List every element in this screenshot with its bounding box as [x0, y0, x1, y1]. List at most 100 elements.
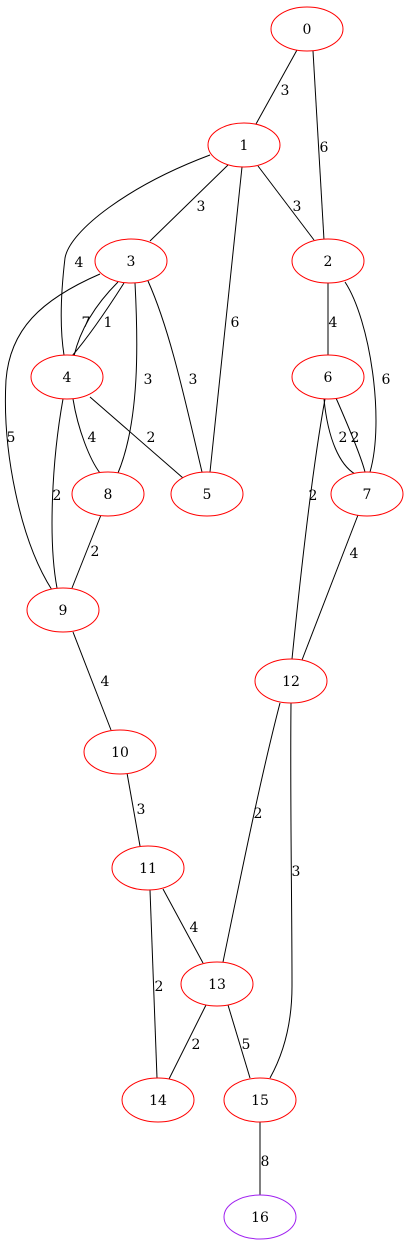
- node-4: 4: [30, 354, 104, 400]
- node-ellipse: [71, 471, 145, 517]
- edge-0-1: [255, 49, 298, 125]
- edge-weight-label: 5: [7, 430, 16, 446]
- edge-1-5: [209, 166, 243, 473]
- node-label: 8: [104, 487, 113, 503]
- edge-weight-label: 3: [281, 83, 290, 99]
- node-12: 12: [254, 658, 328, 704]
- node-label: 1: [240, 138, 249, 154]
- edge-weight-label: 6: [320, 140, 329, 156]
- node-16: 16: [223, 1194, 297, 1240]
- node-ellipse: [207, 122, 281, 168]
- node-ellipse: [121, 1077, 195, 1123]
- node-label: 7: [363, 487, 372, 503]
- node-15: 15: [223, 1077, 297, 1123]
- edge-weight-label: 4: [101, 674, 110, 690]
- edge-weight-label: 3: [293, 199, 302, 215]
- node-ellipse: [254, 658, 328, 704]
- edge-weight-label: 2: [192, 1037, 201, 1053]
- edge-weight-label: 6: [231, 315, 240, 331]
- node-6: 6: [291, 354, 365, 400]
- edge-13-14: [168, 1004, 207, 1080]
- edge-weight-label: 4: [190, 920, 199, 936]
- edge-4-9: [51, 398, 64, 589]
- node-ellipse: [223, 1077, 297, 1123]
- node-ellipse: [26, 587, 100, 633]
- node-5: 5: [170, 471, 244, 517]
- edge-2-7: [344, 281, 377, 473]
- node-label: 14: [149, 1093, 167, 1109]
- node-ellipse: [330, 471, 404, 517]
- node-label: 13: [208, 977, 226, 993]
- edge-3-5: [147, 280, 203, 473]
- edge-weight-label: 2: [155, 979, 164, 995]
- node-0: 0: [270, 6, 344, 52]
- edge-weight-label: 7: [82, 315, 91, 331]
- node-ellipse: [291, 238, 365, 284]
- edge-weight-label: 5: [242, 1037, 251, 1053]
- node-13: 13: [180, 961, 254, 1007]
- node-ellipse: [223, 1194, 297, 1240]
- node-11: 11: [111, 845, 185, 891]
- edge-3-8: [117, 282, 138, 474]
- node-label: 0: [303, 22, 312, 38]
- node-ellipse: [30, 354, 104, 400]
- edge-6-7: [323, 398, 356, 475]
- node-label: 3: [127, 254, 136, 270]
- edge-weight-label: 2: [339, 430, 348, 446]
- edge-weight-label: 1: [104, 315, 113, 331]
- node-ellipse: [270, 6, 344, 52]
- edge-7-12: [301, 514, 359, 661]
- edge-3-4: [71, 282, 125, 357]
- edge-4-5: [89, 396, 184, 479]
- node-label: 6: [324, 370, 333, 386]
- node-3: 3: [94, 238, 168, 284]
- node-ellipse: [170, 471, 244, 517]
- edge-12-15: [269, 702, 293, 1079]
- node-7: 7: [330, 471, 404, 517]
- edge-weight-label: 2: [309, 488, 318, 504]
- edge-weight-label: 3: [189, 372, 198, 388]
- edge-weight-label: 3: [137, 802, 146, 818]
- edge-weight-label: 2: [351, 430, 360, 446]
- node-9: 9: [26, 587, 100, 633]
- edge-1-4: [60, 154, 211, 356]
- edge-weight-label: 2: [254, 806, 263, 822]
- node-ellipse: [83, 729, 157, 775]
- edge-weight-label: 4: [350, 546, 359, 562]
- edge-weight-label: 4: [88, 430, 97, 446]
- node-ellipse: [291, 354, 365, 400]
- edge-weight-label: 3: [292, 864, 301, 880]
- node-label: 12: [282, 674, 300, 690]
- node-label: 16: [251, 1210, 269, 1226]
- edge-6-12: [291, 398, 326, 660]
- edge-3-4: [73, 281, 119, 357]
- node-8: 8: [71, 471, 145, 517]
- node-ellipse: [111, 845, 185, 891]
- node-label: 11: [139, 861, 157, 877]
- edge-weight-label: 3: [144, 372, 153, 388]
- edge-12-13: [222, 702, 281, 963]
- edge-8-9: [71, 514, 102, 589]
- node-label: 9: [59, 603, 68, 619]
- node-label: 4: [63, 370, 72, 386]
- node-2: 2: [291, 238, 365, 284]
- edge-0-2: [312, 50, 325, 241]
- edge-weight-label: 4: [75, 255, 84, 271]
- edge-weight-label: 8: [261, 1154, 270, 1170]
- edge-weight-label: 6: [382, 372, 391, 388]
- node-ellipse: [94, 238, 168, 284]
- edge-13-15: [227, 1004, 251, 1079]
- edge-11-14: [149, 889, 158, 1079]
- edge-9-10: [72, 631, 112, 731]
- edge-6-7: [335, 397, 366, 473]
- edge-weight-label: 3: [197, 199, 206, 215]
- edge-weight-label: 2: [91, 544, 100, 560]
- edge-4-8: [72, 398, 101, 474]
- node-10: 10: [83, 729, 157, 775]
- node-label: 2: [324, 254, 333, 270]
- node-label: 5: [203, 487, 212, 503]
- edge-weight-label: 2: [53, 488, 62, 504]
